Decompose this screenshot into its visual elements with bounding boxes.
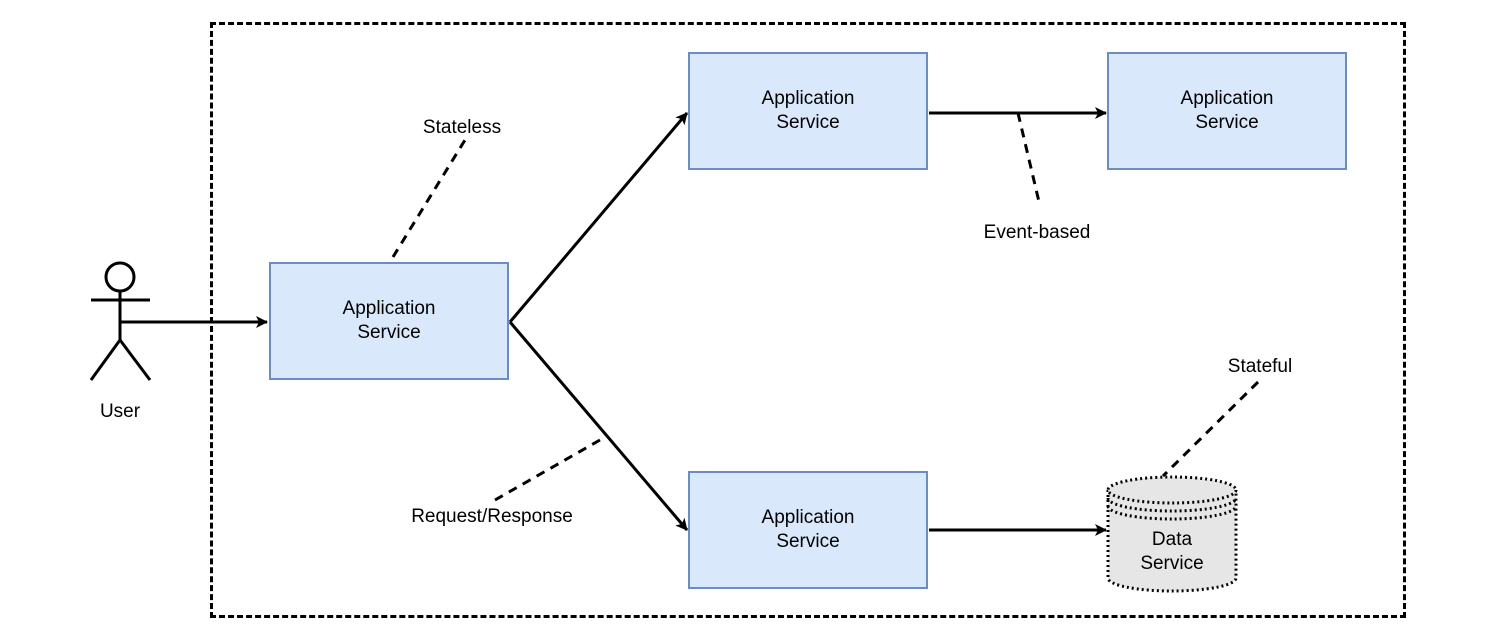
database-icon bbox=[1106, 475, 1238, 593]
request-response-leader-line bbox=[494, 438, 601, 502]
edge-entry-to-bottom-service bbox=[508, 321, 689, 531]
request-response-annotation: Request/Response bbox=[411, 506, 573, 527]
edge-entry-to-top-service bbox=[508, 112, 689, 323]
entry-application-service-label: Application Service bbox=[342, 298, 436, 343]
system-boundary bbox=[210, 22, 1406, 618]
user-label: User bbox=[99, 401, 141, 422]
event-based-leader-line bbox=[1016, 112, 1042, 207]
top-application-service-label: Application Service bbox=[761, 88, 855, 133]
bottom-application-service[interactable]: Application Service bbox=[688, 471, 928, 589]
stateful-annotation: Stateful bbox=[1227, 356, 1293, 377]
right-application-service[interactable]: Application Service bbox=[1107, 52, 1347, 170]
entry-application-service[interactable]: Application Service bbox=[269, 262, 509, 380]
event-based-annotation: Event-based bbox=[983, 222, 1091, 243]
stateful-leader-line bbox=[1161, 380, 1260, 478]
user-actor-icon bbox=[89, 261, 152, 381]
stateless-annotation: Stateless bbox=[422, 117, 502, 138]
bottom-application-service-label: Application Service bbox=[761, 507, 855, 552]
top-application-service[interactable]: Application Service bbox=[688, 52, 928, 170]
data-service-label: Data Service bbox=[1140, 529, 1204, 574]
stateless-leader-line bbox=[391, 139, 467, 258]
right-application-service-label: Application Service bbox=[1180, 88, 1274, 133]
